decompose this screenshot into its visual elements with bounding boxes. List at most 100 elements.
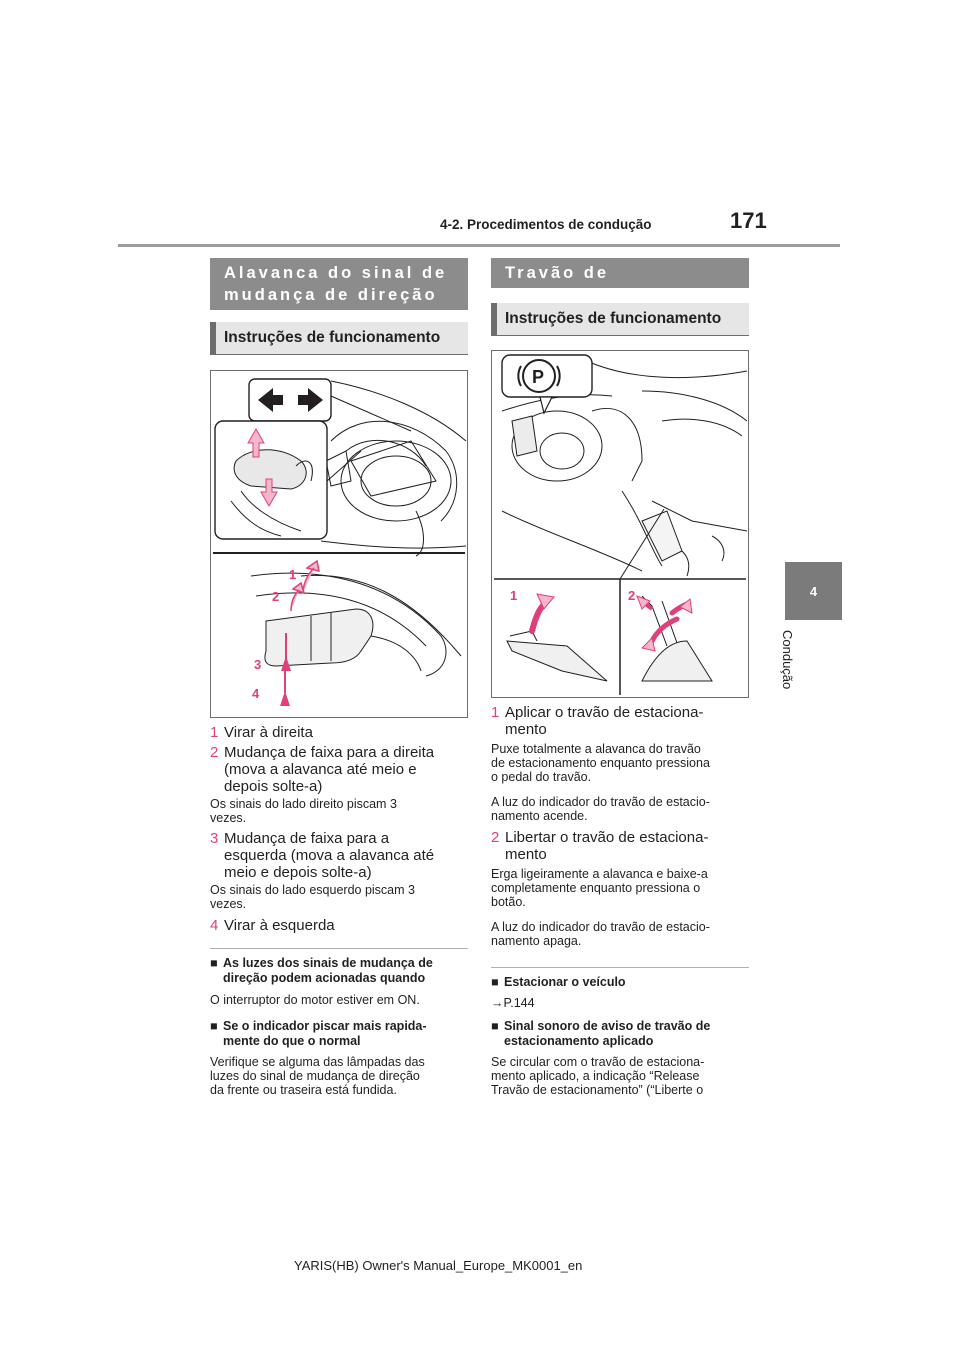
item-text: mento: [505, 721, 547, 738]
section-title-line: Alavanca do sinal de: [224, 264, 448, 282]
note-text-1: O interruptor do motor estiver em ON.: [210, 993, 420, 1007]
item-text: mento: [505, 846, 547, 863]
section-header: 4-2. Procedimentos de condução: [440, 217, 652, 232]
brake-item-2-note-a: Erga ligeiramente a alavanca e baixe-a c…: [491, 867, 708, 909]
note-heading-line: Sinal sonoro de aviso de travão de: [504, 1019, 711, 1033]
chapter-number: 4: [809, 583, 818, 599]
turn-signal-figure: 1 2 3 4: [210, 370, 468, 718]
chapter-label: Condução: [780, 630, 810, 710]
note-heading-1: ■ As luzes dos sinais de mudança de dire…: [210, 956, 470, 986]
instruction-item-3: 3 Mudança de faixa para a esquerda (mova…: [210, 830, 470, 884]
instruction-item-4: 4 Virar à esquerda: [210, 917, 470, 937]
item-text: depois solte-a): [224, 778, 323, 795]
note-heading-buzzer: ■ Sinal sonoro de aviso de travão de est…: [491, 1019, 751, 1049]
item-text: Aplicar o travão de estaciona-: [505, 704, 704, 721]
section-title-parking-brake: Travão de estacionamento: [491, 258, 749, 304]
item-3-note: Os sinais do lado esquerdo piscam 3 veze…: [210, 883, 415, 911]
item-text: Mudança de faixa para a: [224, 830, 390, 847]
note-line: Travão de estacionamento” (“Liberte o: [491, 1083, 704, 1097]
page-number: 171: [730, 208, 767, 233]
note-line: vezes.: [210, 811, 247, 825]
subheading-text: Instruções de funcionamento: [505, 310, 722, 327]
note-heading-line: Estacionar o veículo: [504, 975, 626, 989]
section-title-line: Travão de estacionamento: [505, 264, 673, 304]
item-number: 1: [491, 704, 500, 721]
note-line: A luz do indicador do travão de estacio-: [491, 920, 710, 934]
notes-divider: [210, 948, 468, 949]
note-heading-2: ■ Se o indicador piscar mais rapida- men…: [210, 1019, 470, 1049]
item-text: esquerda (mova a alavanca até: [224, 847, 435, 864]
note-line: mento aplicado, a indicação “Release: [491, 1069, 700, 1083]
square-bullet-icon: ■: [491, 1019, 499, 1033]
instruction-item-1: 1 Virar à direita: [210, 724, 470, 744]
brake-item-1-note-b: A luz do indicador do travão de estacio-…: [491, 795, 710, 823]
brake-item-1-note-a: Puxe totalmente a alavanca do travão de …: [491, 742, 710, 784]
note-line: Verifique se alguma das lâmpadas das: [210, 1055, 425, 1069]
item-number: 3: [210, 830, 219, 847]
item-text: Mudança de faixa para a direita: [224, 744, 435, 761]
note-line: Os sinais do lado esquerdo piscam 3: [210, 883, 415, 897]
item-number: 1: [210, 724, 219, 741]
figure-label-3: 3: [254, 657, 261, 672]
item-number: 2: [210, 744, 219, 761]
chapter-tab: 4: [785, 562, 842, 620]
note-heading-line: Se o indicador piscar mais rapida-: [223, 1019, 427, 1033]
header-divider: [118, 244, 840, 247]
parking-p-icon: P: [532, 367, 544, 387]
page-reference-text[interactable]: →P.144: [491, 996, 535, 1010]
note-line: Erga ligeiramente a alavanca e baixe-a: [491, 867, 708, 881]
note-line: completamente enquanto pressiona o: [491, 881, 701, 895]
square-bullet-icon: ■: [210, 956, 218, 970]
note-line: Puxe totalmente a alavanca do travão: [491, 742, 701, 756]
page-reference-link[interactable]: →P.144: [491, 996, 535, 1010]
square-bullet-icon: ■: [491, 975, 499, 989]
note-heading-line: As luzes dos sinais de mudança de: [223, 956, 433, 970]
note-line: O interruptor do motor estiver em ON.: [210, 993, 420, 1007]
item-text: Virar à direita: [224, 724, 313, 741]
note-line: A luz do indicador do travão de estacio-: [491, 795, 710, 809]
note-line: da frente ou traseira está fundida.: [210, 1083, 397, 1097]
subheading-right: Instruções de funcionamento: [491, 303, 749, 335]
note-text-buzzer: Se circular com o travão de estaciona- m…: [491, 1055, 704, 1097]
turn-signal-illustration: 1 2 3 4: [213, 378, 467, 706]
note-text-2: Verifique se alguma das lâmpadas das luz…: [210, 1055, 425, 1097]
note-line: de estacionamento enquanto pressiona: [491, 756, 710, 770]
figure-label-1: 1: [289, 567, 296, 582]
parking-brake-figure: P 1 2: [491, 350, 749, 698]
subheading-rule: [210, 354, 468, 355]
instruction-item-2: 2 Mudança de faixa para a direita (mova …: [210, 744, 470, 798]
figure-label-4: 4: [252, 686, 260, 701]
note-line: botão.: [491, 895, 526, 909]
item-2-note: Os sinais do lado direito piscam 3 vezes…: [210, 797, 397, 825]
parking-brake-illustration: P 1 2: [494, 354, 748, 695]
note-line: o pedal do travão.: [491, 770, 592, 784]
note-line: namento apaga.: [491, 934, 582, 948]
subheading-text: Instruções de funcionamento: [224, 329, 441, 346]
note-heading-line: direção podem acionadas quando: [223, 970, 426, 985]
brake-item-2: 2 Libertar o travão de estaciona- mento: [491, 829, 751, 865]
figure-label-1: 1: [510, 588, 517, 603]
item-text: meio e depois solte-a): [224, 864, 372, 881]
item-number: 4: [210, 917, 219, 934]
subheading-left: Instruções de funcionamento: [210, 322, 468, 354]
chapter-label-text: Condução: [780, 630, 795, 690]
brake-item-1: 1 Aplicar o travão de estaciona- mento: [491, 704, 751, 740]
section-title-turn-signal: Alavanca do sinal de mudança de direção: [210, 258, 468, 310]
item-number: 2: [491, 829, 500, 846]
note-line: Se circular com o travão de estaciona-: [491, 1055, 705, 1069]
square-bullet-icon: ■: [210, 1019, 218, 1033]
subheading-rule: [491, 335, 749, 336]
figure-label-2: 2: [628, 588, 635, 603]
note-line: vezes.: [210, 897, 247, 911]
page-footer: YARIS(HB) Owner's Manual_Europe_MK0001_e…: [294, 1258, 583, 1273]
figure-label-2: 2: [272, 589, 279, 604]
note-line: namento acende.: [491, 809, 588, 823]
item-text: (mova a alavanca até meio e: [224, 761, 417, 778]
item-text: Virar à esquerda: [224, 917, 335, 934]
note-heading-line: mente do que o normal: [223, 1033, 361, 1048]
note-line: Os sinais do lado direito piscam 3: [210, 797, 397, 811]
note-heading-line: estacionamento aplicado: [504, 1033, 654, 1048]
section-title-line: mudança de direção: [224, 286, 438, 304]
notes-divider: [491, 967, 749, 968]
brake-item-2-note-b: A luz do indicador do travão de estacio-…: [491, 920, 710, 948]
